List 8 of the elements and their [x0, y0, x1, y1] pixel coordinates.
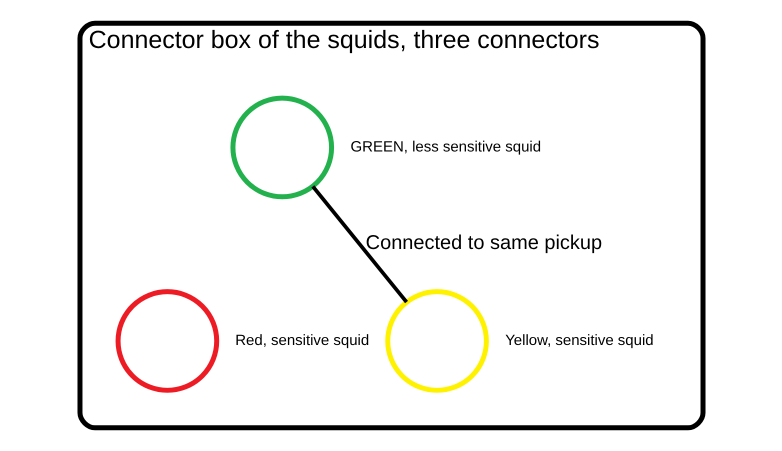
edge-label: Connected to same pickup: [365, 232, 602, 254]
node-label: GREEN, less sensitive squid: [350, 138, 541, 156]
node-label: Yellow, sensitive squid: [504, 332, 654, 349]
node-circle: [115, 289, 219, 393]
node-circle: [230, 96, 334, 200]
node-label: Red, sensitive squid: [234, 332, 369, 349]
node-circle: [384, 289, 488, 393]
connector: [310, 185, 408, 304]
